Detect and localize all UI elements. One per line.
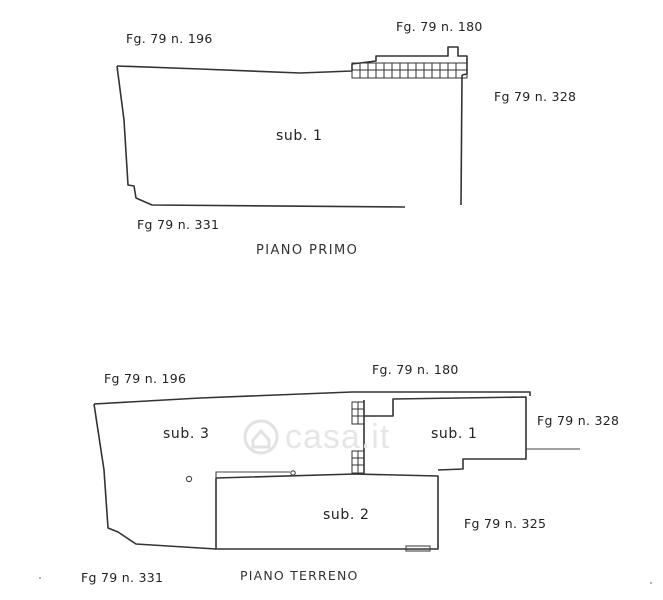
lower-parcel-bottom: Fg 79 n. 331 — [81, 570, 164, 585]
lower-room-label-sub2: sub. 2 — [323, 507, 370, 523]
upper-parcel-bottom: Fg 79 n. 331 — [137, 217, 220, 232]
lower-parcel-right-lower: Fg 79 n. 325 — [464, 516, 547, 531]
upper-plan-title: PIANO PRIMO — [256, 243, 359, 258]
upper-parcel-top-right: Fg. 79 n. 180 — [396, 19, 483, 34]
lower-parcel-top-right: Fg. 79 n. 180 — [372, 362, 459, 377]
lower-plan-title: PIANO TERRENO — [240, 568, 359, 583]
upper-parcel-top-left: Fg. 79 n. 196 — [126, 31, 213, 46]
lower-parcel-right: Fg 79 n. 328 — [537, 413, 620, 428]
upper-parcel-right: Fg 79 n. 328 — [494, 89, 577, 104]
house-icon — [243, 419, 279, 455]
lower-room-label-sub3: sub. 3 — [163, 426, 210, 442]
lower-plan-outline — [93, 391, 580, 552]
lower-room-label-sub1: sub. 1 — [431, 426, 478, 442]
watermark-text: casa.it — [285, 418, 391, 456]
upper-room-label: sub. 1 — [276, 128, 323, 144]
lower-parcel-top-left: Fg 79 n. 196 — [104, 371, 187, 386]
upper-plan-outline — [116, 46, 468, 208]
